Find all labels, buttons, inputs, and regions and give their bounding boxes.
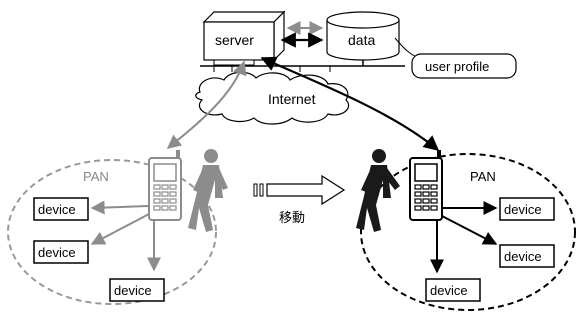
device-box: device (499, 244, 555, 268)
walking-person-icon (356, 149, 400, 232)
device-box: device (33, 197, 89, 221)
device-label: device (430, 283, 468, 298)
device-box: device (109, 278, 165, 302)
device-label: device (504, 202, 542, 217)
cloud-icon: Internet (195, 71, 350, 125)
right-phone-server-arrow (260, 56, 440, 151)
device-box: device (425, 278, 481, 302)
user-profile-label: user profile (425, 59, 489, 74)
walking-person-icon (188, 149, 228, 232)
database-icon: data (326, 11, 400, 61)
pan-right-link (441, 215, 498, 245)
device-box: device (33, 240, 89, 264)
pan-left-boundary (7, 159, 217, 305)
device-label: device (38, 245, 76, 260)
left-phone-server-arrow (166, 60, 247, 149)
device-label: device (38, 202, 76, 217)
pan-right-boundary (360, 153, 576, 311)
device-box: device (499, 197, 555, 221)
move-label: 移動 (279, 211, 305, 226)
move-arrow-icon (253, 174, 346, 206)
data-label: data (348, 32, 375, 48)
mobile-phone-icon (148, 150, 182, 221)
pan-left-link (90, 200, 149, 215)
pan-right-label: PAN (470, 169, 496, 184)
internet-label: Internet (268, 91, 316, 107)
pan-left-link (90, 213, 150, 245)
device-label: device (114, 283, 152, 298)
server-label: server (215, 32, 254, 48)
server-icon: server (202, 10, 286, 66)
device-label: device (504, 249, 542, 264)
mobile-phone-icon (409, 150, 443, 221)
pan-left-label: PAN (83, 169, 109, 184)
